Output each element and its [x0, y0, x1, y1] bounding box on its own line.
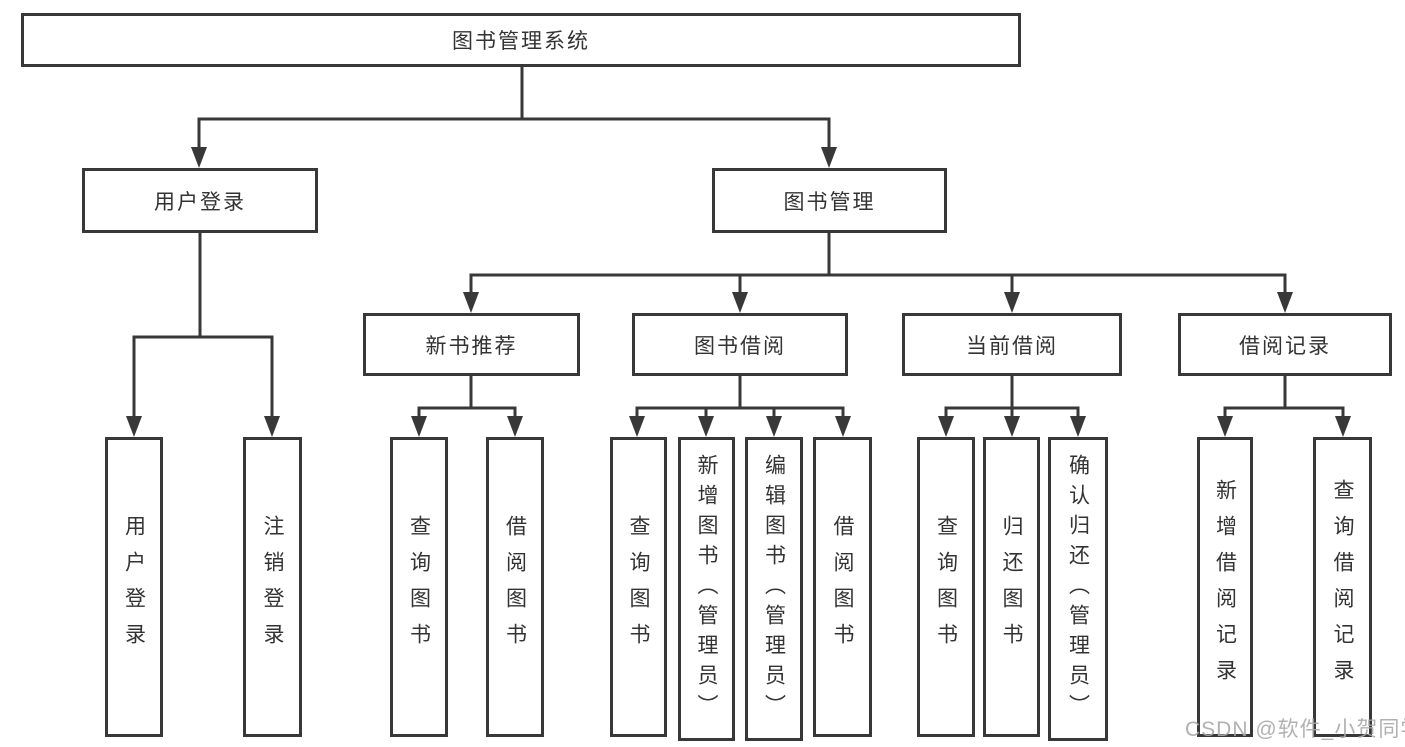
leaf-borrow-books-1: 借阅图书	[486, 437, 544, 737]
leaf-edit-books-admin-label: 编辑图书（管理员）	[762, 454, 786, 724]
node-user-login: 用户登录	[82, 168, 318, 233]
leaf-query-books-3: 查询图书	[917, 437, 975, 737]
arrowhead-icons	[126, 147, 1351, 437]
leaf-logout: 注销登录	[243, 437, 302, 737]
node-new-book-recommend: 新书推荐	[363, 313, 580, 376]
leaf-add-borrow-record-label: 新增借阅记录	[1213, 479, 1237, 695]
leaf-query-books-2: 查询图书	[610, 437, 667, 737]
leaf-logout-label: 注销登录	[261, 515, 284, 659]
leaf-user-login-label: 用户登录	[122, 515, 146, 659]
root-node-library-system: 图书管理系统	[21, 13, 1021, 67]
leaf-confirm-return-admin-label: 确认归还（管理员）	[1066, 454, 1090, 724]
leaf-query-books-1-label: 查询图书	[407, 515, 431, 659]
leaf-query-books-3-label: 查询图书	[934, 515, 958, 659]
node-book-borrow: 图书借阅	[632, 313, 848, 376]
leaf-edit-books-admin: 编辑图书（管理员）	[745, 437, 803, 741]
leaf-return-books-label: 归还图书	[1000, 515, 1023, 659]
leaf-borrow-books-2: 借阅图书	[813, 437, 872, 737]
leaf-add-books-admin-label: 新增图书（管理员）	[695, 454, 718, 724]
leaf-add-books-admin: 新增图书（管理员）	[678, 437, 735, 741]
leaf-query-borrow-record-label: 查询借阅记录	[1331, 479, 1354, 695]
leaf-borrow-books-2-label: 借阅图书	[831, 515, 854, 659]
leaf-user-login: 用户登录	[105, 437, 163, 737]
csdn-watermark: CSDN @软件_小贺同学	[1185, 718, 1405, 741]
node-borrow-records-label: 借阅记录	[1239, 334, 1331, 358]
node-book-management: 图书管理	[712, 168, 947, 233]
leaf-add-borrow-record: 新增借阅记录	[1197, 437, 1253, 737]
node-current-borrow-label: 当前借阅	[966, 334, 1058, 358]
leaf-return-books: 归还图书	[983, 437, 1040, 737]
root-node-label: 图书管理系统	[452, 30, 590, 53]
node-user-login-label: 用户登录	[154, 190, 246, 214]
node-book-management-label: 图书管理	[783, 190, 876, 214]
leaf-borrow-books-1-label: 借阅图书	[503, 515, 527, 659]
node-new-book-recommend-label: 新书推荐	[425, 334, 518, 358]
leaf-query-borrow-record: 查询借阅记录	[1313, 437, 1372, 737]
leaf-query-books-2-label: 查询图书	[627, 515, 650, 659]
node-current-borrow: 当前借阅	[902, 313, 1122, 376]
node-book-borrow-label: 图书借阅	[694, 334, 786, 358]
leaf-confirm-return-admin: 确认归还（管理员）	[1048, 437, 1108, 741]
leaf-query-books-1: 查询图书	[390, 437, 448, 737]
node-borrow-records: 借阅记录	[1178, 313, 1392, 376]
